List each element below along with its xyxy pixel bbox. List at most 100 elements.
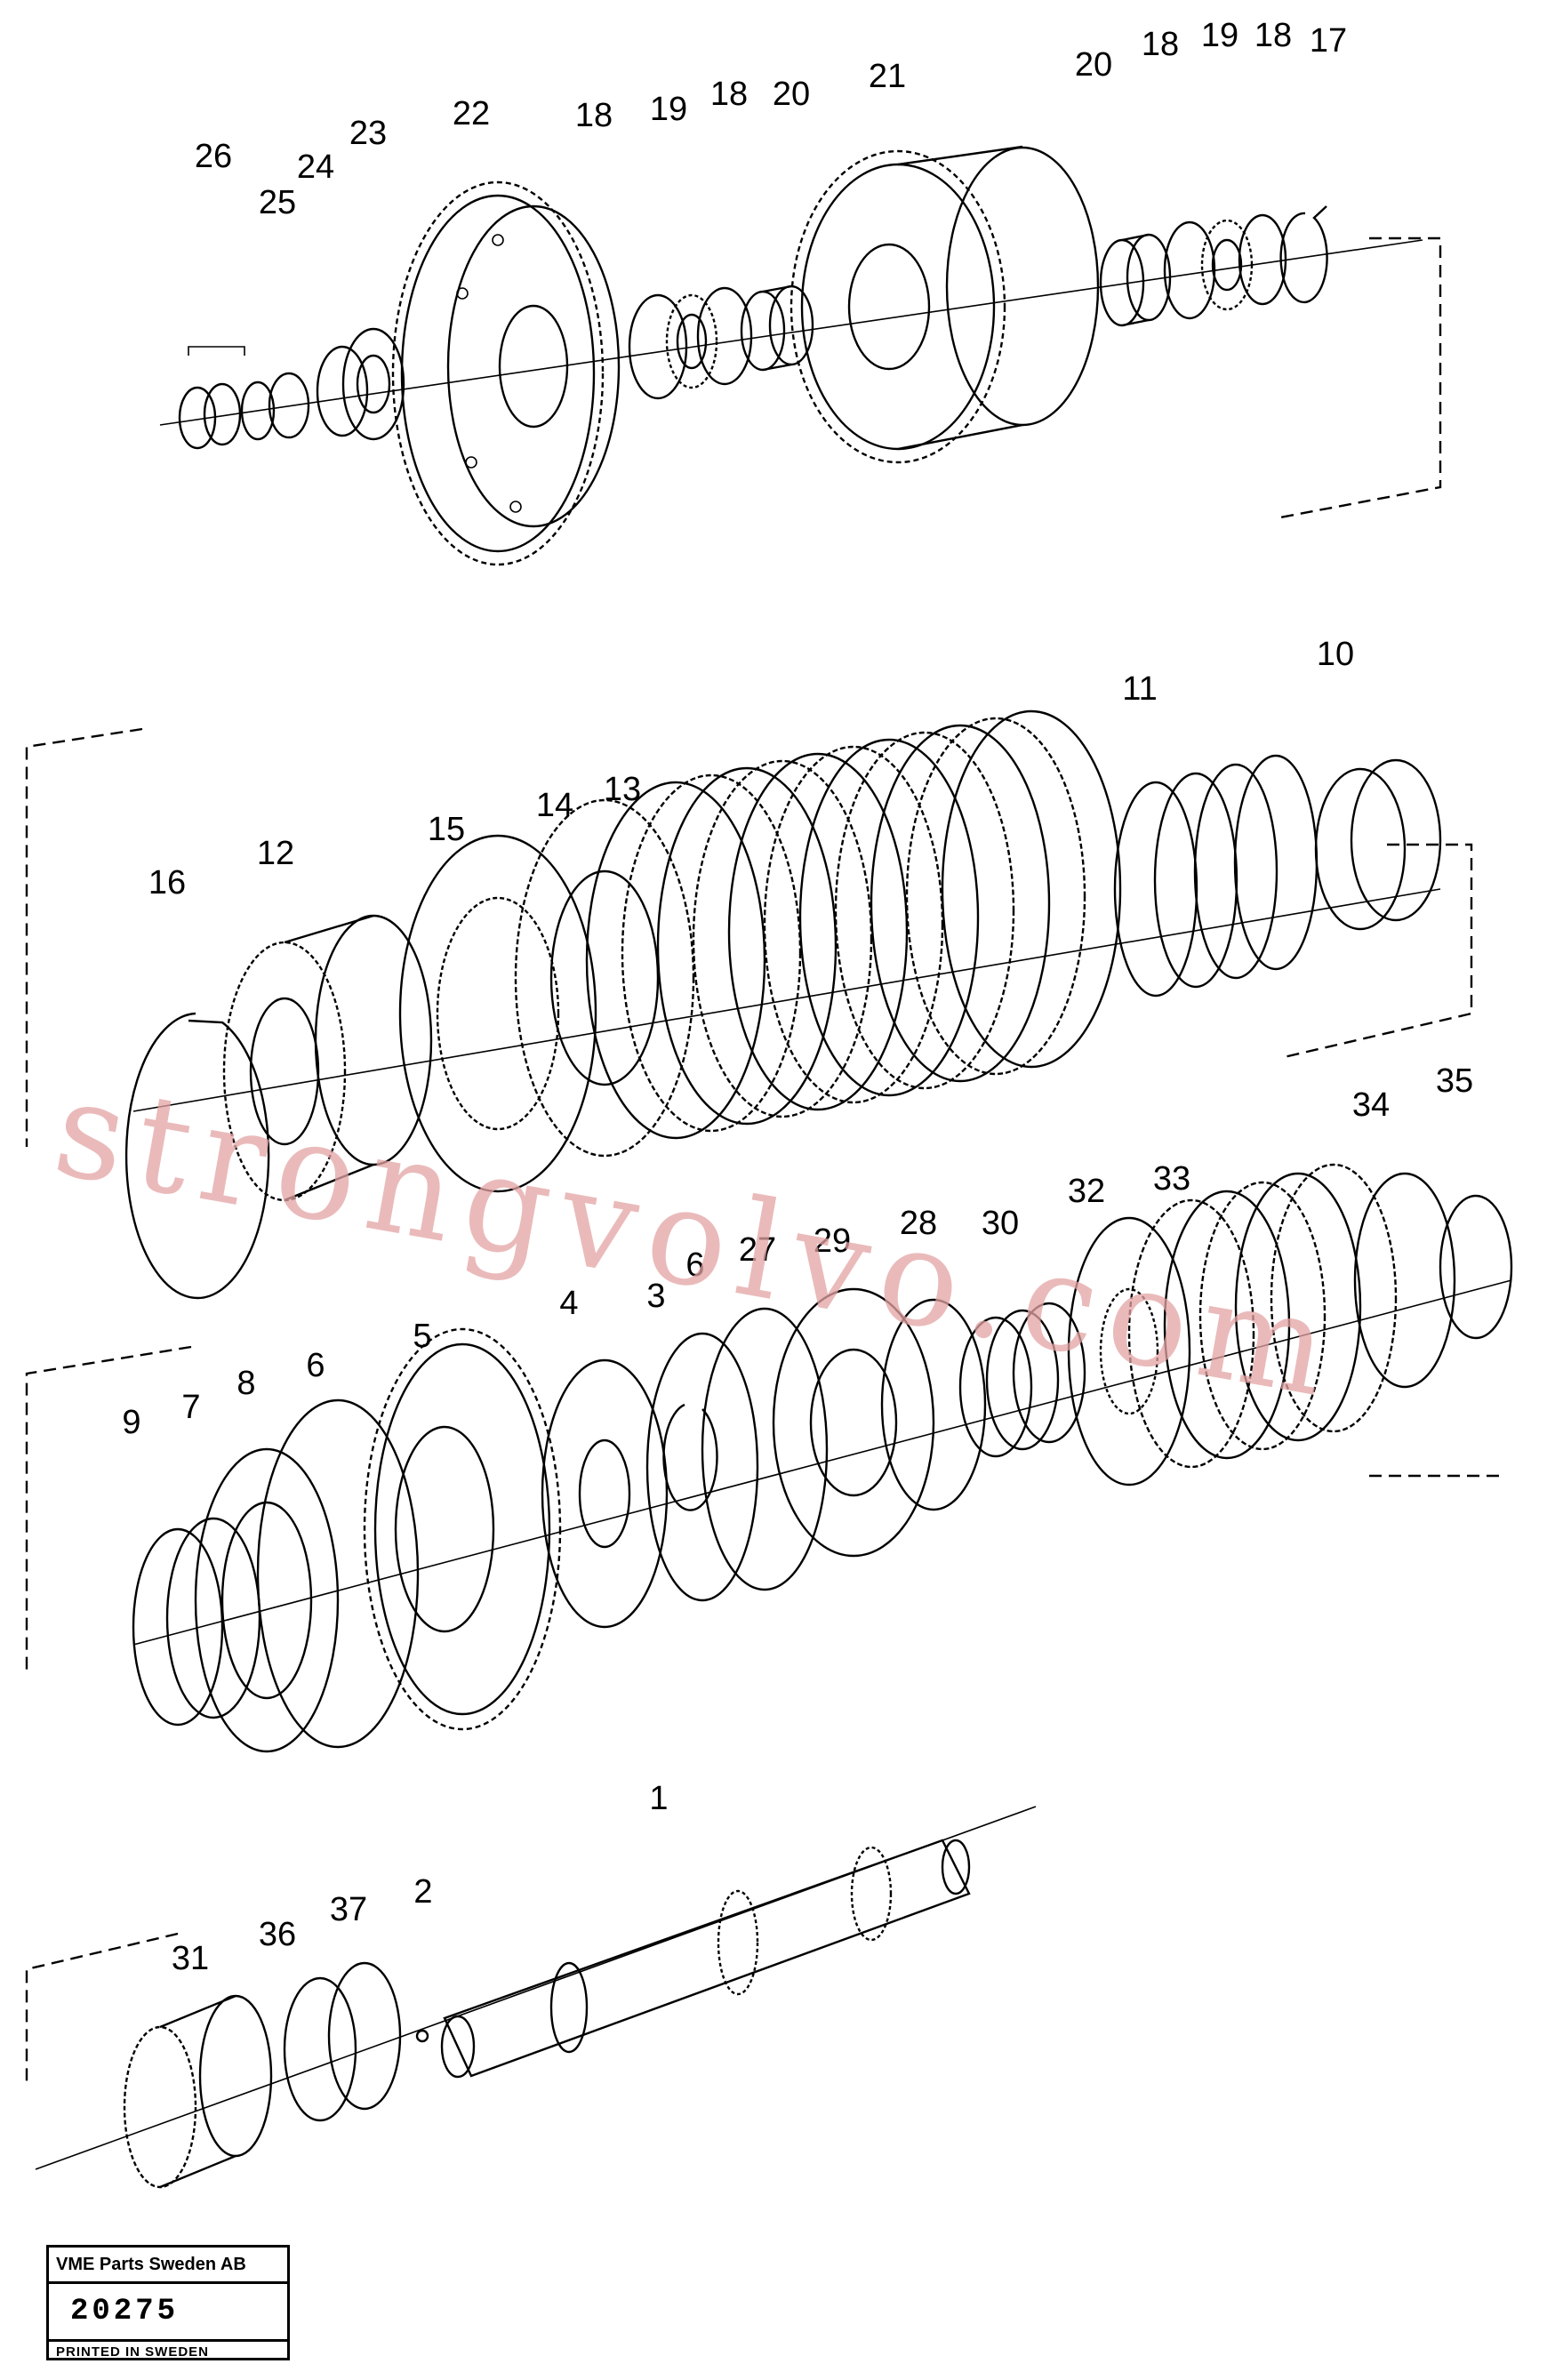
part-35-ring [1439, 1194, 1513, 1340]
row2-bracket-right [1279, 843, 1473, 1060]
callout-18: 18 [575, 97, 613, 134]
callout-13: 13 [604, 771, 641, 808]
part-18-ring-a [628, 293, 688, 400]
callout-6: 6 [306, 1347, 325, 1384]
callout-25: 25 [259, 184, 296, 221]
callout-9: 9 [122, 1404, 140, 1441]
row3-assembly: 9 7 8 6 5 4 3 6 27 29 28 30 32 33 34 35 [25, 1062, 1513, 1753]
callout-8: 8 [236, 1365, 255, 1402]
part-1-shaft [440, 1839, 971, 2079]
part-11-spring [1113, 754, 1319, 998]
part-18-ring-b [696, 286, 753, 386]
callout-16: 16 [148, 864, 186, 902]
callout-23: 23 [349, 115, 387, 152]
part-36-ring [283, 1976, 357, 2122]
part-6-seal-a [256, 1398, 420, 1749]
part-23-bearing [316, 327, 405, 441]
part-19-bearing-b [1200, 219, 1254, 311]
part-2-ball [415, 2029, 429, 2043]
callout-34: 34 [1352, 1086, 1390, 1124]
part-26-rings [178, 346, 245, 450]
callout-6: 6 [685, 1246, 704, 1284]
row4-bracket-left [25, 1932, 179, 2085]
callout-15: 15 [428, 811, 465, 848]
part-24-ring [268, 372, 310, 439]
callout-27: 27 [739, 1231, 776, 1269]
part-22-gear [391, 180, 621, 566]
callout-35: 35 [1436, 1062, 1473, 1100]
callout-32: 32 [1068, 1173, 1105, 1210]
callout-18: 18 [710, 76, 748, 113]
callout-2: 2 [413, 1873, 432, 1911]
callout-22: 22 [453, 95, 490, 132]
callout-24: 24 [297, 148, 334, 186]
row1-bracket [1279, 236, 1442, 519]
callout-21: 21 [869, 58, 906, 95]
callout-26: 26 [195, 138, 232, 175]
row2-bracket-left [25, 727, 143, 1147]
part-5-gear [363, 1327, 562, 1731]
part-9-ring [132, 1527, 224, 1727]
callout-10: 10 [1317, 636, 1354, 673]
stamp-number: 20275 [49, 2284, 287, 2342]
title-stamp: VME Parts Sweden AB 20275 PRINTED IN SWE… [46, 2245, 290, 2360]
row3-bracket-left [25, 1345, 192, 1671]
part-3-circlip [662, 1403, 718, 1511]
part-31-sleeve [123, 1994, 273, 2189]
row2-axis-line [132, 888, 1441, 1112]
stamp-company: VME Parts Sweden AB [49, 2248, 287, 2284]
callout-7: 7 [181, 1389, 200, 1426]
callout-37: 37 [330, 1891, 367, 1928]
part-27-seal [701, 1307, 829, 1591]
callout-3: 3 [646, 1278, 665, 1315]
callout-33: 33 [1153, 1160, 1190, 1198]
part-19-bearing-a [665, 293, 718, 389]
part-32-plate [1067, 1216, 1191, 1486]
row4-assembly: 31 36 37 2 1 [25, 1780, 1037, 2189]
part-29-piston [772, 1287, 935, 1558]
part-20-needle-b [1099, 233, 1172, 327]
part-15-plate [398, 834, 597, 1193]
callout-1: 1 [649, 1780, 668, 1817]
part-13-disc-stack [585, 709, 1122, 1140]
part-4-plate [541, 1358, 669, 1629]
part-18-ring-c [1163, 220, 1216, 320]
part-6-seal-b [645, 1332, 759, 1602]
callout-20: 20 [1075, 46, 1112, 84]
part-17-circlip [1279, 205, 1328, 304]
row1-assembly: 26 25 24 23 22 18 19 18 20 21 20 18 19 1… [159, 17, 1442, 566]
part-10-piston-ring [1314, 758, 1442, 931]
callout-31: 31 [172, 1940, 209, 1977]
callout-28: 28 [900, 1205, 937, 1242]
part-33-disc-stack [1127, 1163, 1398, 1469]
row1-axis-line [159, 239, 1423, 426]
callout-20: 20 [773, 76, 810, 113]
row3-axis-line [132, 1279, 1512, 1646]
callout-4: 4 [559, 1285, 578, 1322]
callout-18: 18 [1254, 17, 1292, 54]
part-16-circlip [124, 1012, 270, 1300]
callout-12: 12 [257, 835, 294, 872]
callout-17: 17 [1310, 22, 1347, 60]
callout-19: 19 [1201, 17, 1238, 54]
callout-36: 36 [259, 1916, 296, 1953]
part-37-ring [327, 1961, 402, 2111]
part-30-spring [958, 1302, 1086, 1458]
part-8-piston [194, 1447, 340, 1753]
callout-5: 5 [413, 1318, 431, 1355]
part-25-ring [240, 381, 276, 441]
part-18-ring-d [1238, 213, 1287, 306]
callout-19: 19 [650, 91, 687, 128]
callout-11: 11 [1122, 670, 1157, 708]
callout-18: 18 [1142, 26, 1179, 63]
callout-14: 14 [536, 787, 573, 824]
stamp-printed: PRINTED IN SWEDEN [56, 2344, 210, 2360]
part-21-drum [790, 145, 1100, 464]
row2-assembly: 16 12 15 14 13 11 10 [25, 636, 1473, 1300]
part-34-plate [1353, 1172, 1456, 1389]
callout-29: 29 [814, 1222, 851, 1260]
callout-30: 30 [982, 1205, 1019, 1242]
part-28-ring [880, 1298, 987, 1511]
part-14-plate [514, 798, 695, 1158]
